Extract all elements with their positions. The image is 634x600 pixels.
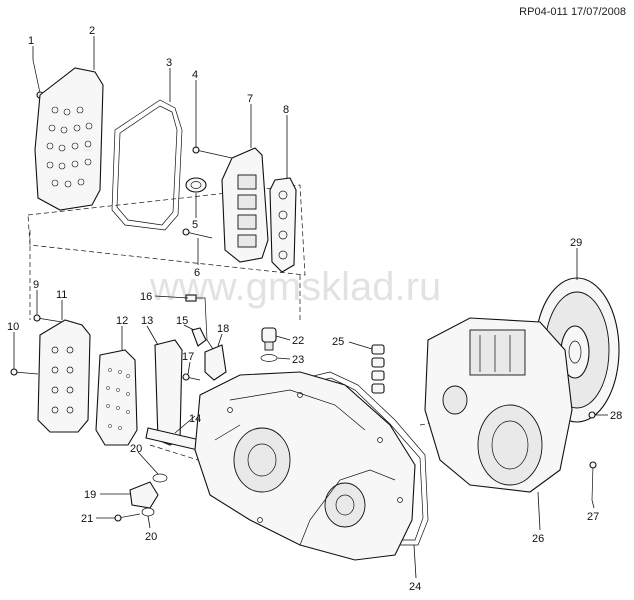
callout-11: 11	[56, 289, 67, 301]
part-17-bolt	[182, 373, 201, 381]
callout-28: 28	[610, 410, 622, 422]
part-6-seal	[185, 177, 207, 193]
part-1-bolt	[32, 59, 44, 99]
watermark-text: www.gmsklad.ru	[149, 265, 441, 309]
callout-21: 21	[81, 513, 93, 525]
part-18-connector	[204, 344, 227, 381]
part-2-valve-body-cover	[34, 67, 104, 211]
part-12-spacer-plate	[95, 349, 138, 446]
part-20-seal-upper	[152, 473, 168, 483]
part-7-valve-body	[221, 147, 269, 263]
callout-14: 14	[189, 413, 201, 425]
diagram-reference-code: RP04-011 17/07/2008	[519, 6, 626, 18]
part-28-bolt	[588, 411, 596, 419]
part-9-bolt	[33, 314, 63, 323]
callout-22: 22	[292, 335, 304, 347]
callout-25: 25	[332, 336, 344, 348]
callout-23: 23	[292, 354, 304, 366]
callout-20-lower: 20	[145, 531, 157, 543]
callout-labels: 1 2 3 4 7 8 5 6 29 9 11 10 12 13 16 15 1…	[7, 25, 622, 593]
callout-6: 6	[194, 267, 200, 279]
callout-29: 29	[570, 237, 582, 249]
callout-4: 4	[192, 69, 198, 81]
callout-17: 17	[182, 351, 194, 363]
part-22-fill-cap	[261, 327, 277, 351]
part-11-channel-plate	[37, 319, 91, 433]
callout-1: 1	[28, 35, 34, 47]
part-10-bolt	[10, 368, 39, 376]
part-4-bolt	[192, 146, 233, 159]
part-8-valve-cluster	[269, 177, 297, 273]
callout-20-upper: 20	[130, 443, 142, 455]
part-15-sensor	[191, 327, 207, 347]
callout-18: 18	[217, 323, 229, 335]
part-21-bolt	[114, 513, 141, 522]
part-13-bracket	[154, 339, 183, 446]
callout-19: 19	[84, 489, 96, 501]
callout-leader-lines	[13, 36, 608, 579]
callout-7: 7	[247, 93, 253, 105]
callout-24: 24	[409, 581, 421, 593]
callout-10: 10	[7, 321, 19, 333]
part-3-cover-gasket	[111, 99, 183, 231]
part-5-bolt	[182, 228, 213, 239]
part-24-case-gasket	[304, 371, 429, 546]
callout-2: 2	[89, 25, 95, 37]
callout-26: 26	[532, 533, 544, 545]
callout-27: 27	[587, 511, 599, 523]
callout-5: 5	[192, 219, 198, 231]
callout-13: 13	[141, 315, 153, 327]
callout-12: 12	[116, 315, 128, 327]
part-23-o-ring	[260, 354, 278, 362]
part-27-bolt	[589, 461, 597, 501]
part-25-solenoid-set	[371, 344, 385, 394]
callout-16: 16	[140, 291, 152, 303]
callout-3: 3	[166, 57, 172, 69]
part-20-seal-lower	[141, 507, 155, 517]
callout-15: 15	[176, 315, 188, 327]
transmission-housing	[194, 371, 416, 561]
callout-8: 8	[283, 104, 289, 116]
part-26-case	[424, 317, 573, 493]
part-19-shift-lever	[129, 481, 159, 509]
callout-9: 9	[33, 279, 39, 291]
